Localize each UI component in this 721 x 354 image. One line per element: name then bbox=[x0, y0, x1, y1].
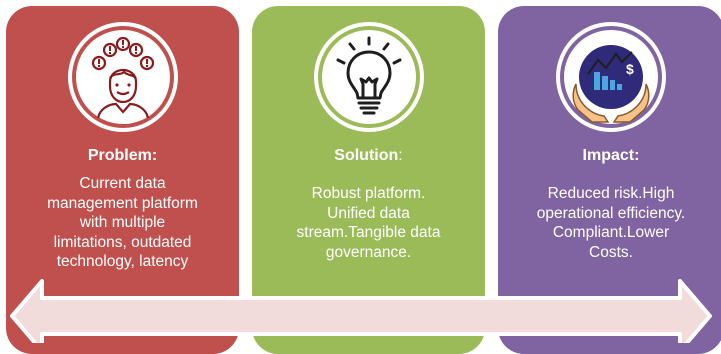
solution-card: Solution: Robust platform. Unified data … bbox=[252, 6, 485, 354]
solution-line: Robust platform. bbox=[311, 185, 426, 202]
problem-heading: Problem: bbox=[6, 146, 239, 166]
solution-line: stream.Tangible data bbox=[296, 224, 441, 241]
stressed-person-icon bbox=[71, 26, 174, 128]
problem-description: Current data management platform with mu… bbox=[16, 174, 229, 272]
problem-line: limitations, outdated bbox=[53, 233, 192, 251]
impact-icon-badge: $ bbox=[556, 22, 666, 132]
impact-line: operational efficiency. bbox=[536, 204, 686, 222]
problem-icon-badge bbox=[67, 22, 178, 132]
lightbulb-icon bbox=[317, 26, 420, 128]
solution-heading-text: Solution bbox=[334, 147, 399, 164]
solution-line: Unified data bbox=[327, 204, 410, 222]
problem-line: with multiple bbox=[79, 214, 166, 231]
impact-description: Reduced risk.High operational efficiency… bbox=[502, 184, 720, 262]
impact-card: $ Impact: Reduced risk.High operational … bbox=[498, 6, 721, 354]
impact-heading: Impact: bbox=[498, 146, 721, 166]
svg-text:$: $ bbox=[626, 61, 634, 77]
solution-heading: Solution: bbox=[252, 146, 485, 166]
solution-icon-badge bbox=[313, 22, 424, 132]
problem-heading-text: Problem: bbox=[87, 147, 158, 164]
solution-heading-suffix: : bbox=[398, 147, 403, 164]
impact-line: Compliant.Lower bbox=[552, 224, 670, 241]
impact-line: Reduced risk.High bbox=[547, 185, 675, 202]
problem-line: Current data bbox=[79, 175, 166, 192]
problem-line: management platform bbox=[47, 194, 198, 212]
impact-line: Costs. bbox=[589, 243, 633, 261]
impact-heading-text: Impact: bbox=[582, 147, 640, 164]
solution-description: Robust platform. Unified data stream.Tan… bbox=[262, 184, 475, 262]
solution-line: governance. bbox=[325, 243, 412, 261]
problem-line: technology, latency bbox=[56, 253, 189, 270]
problem-card: Problem: Current data management platfor… bbox=[6, 6, 239, 354]
growth-chart-hands-icon: $ bbox=[560, 26, 662, 128]
